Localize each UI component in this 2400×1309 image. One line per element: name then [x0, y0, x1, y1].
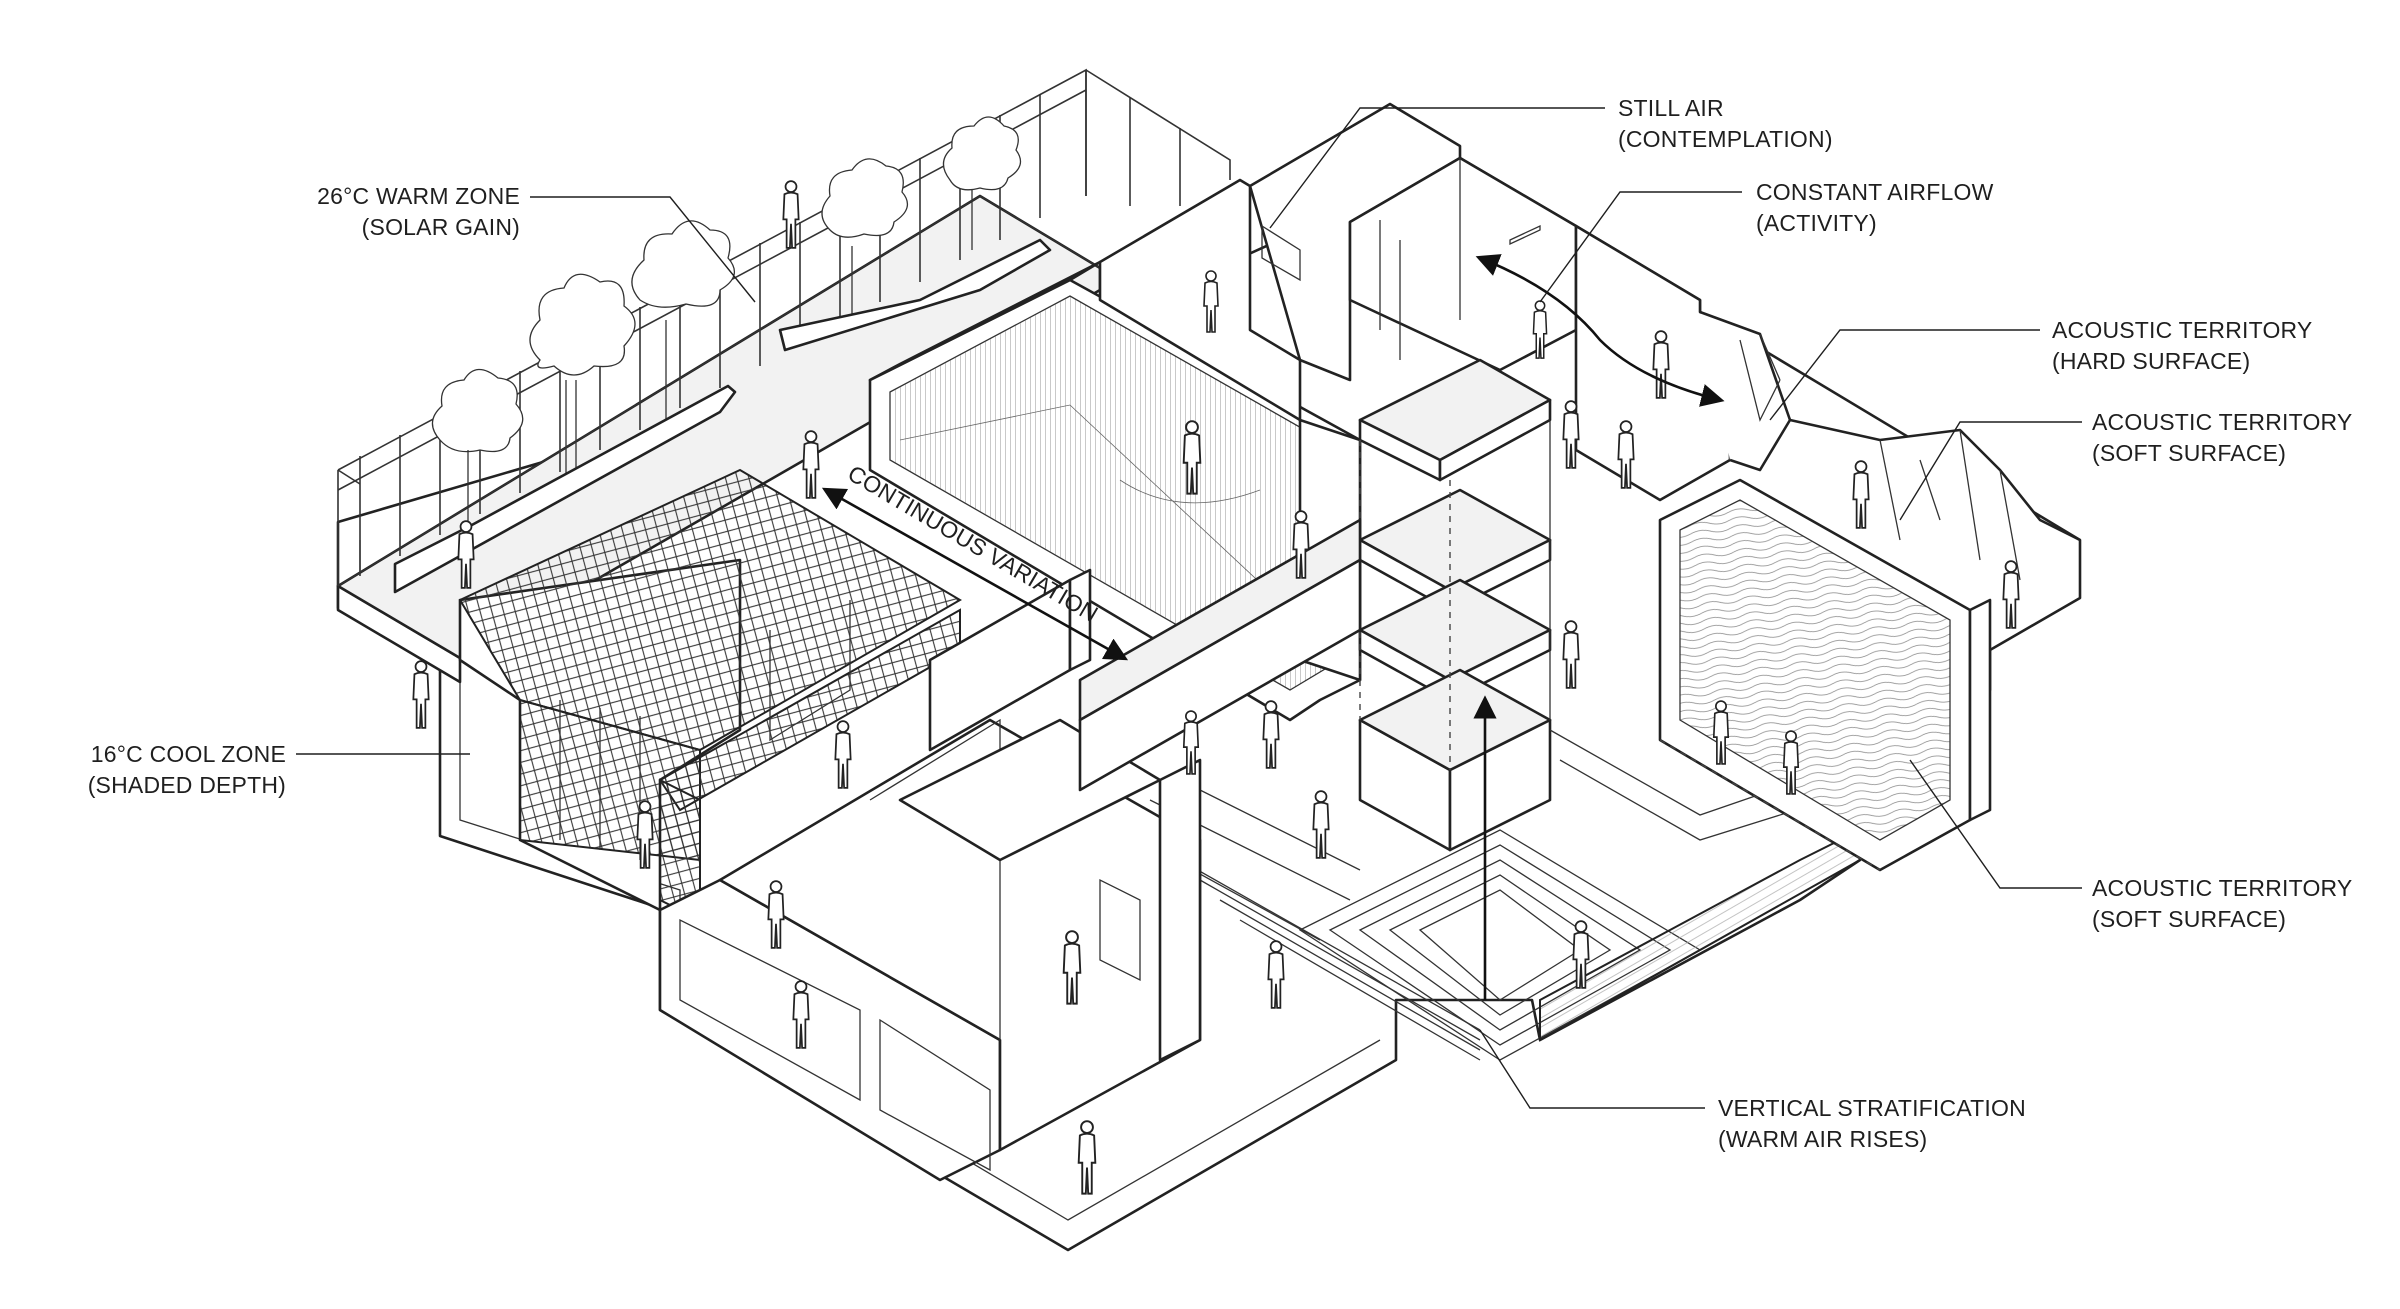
constant-airflow-sublabel: (ACTIVITY) — [1756, 210, 1877, 236]
label-still-air: STILL AIR (CONTEMPLATION) — [1618, 95, 1833, 152]
acoustic-soft-upper-label: ACOUSTIC TERRITORY — [2092, 409, 2352, 435]
acoustic-soft-lower-sublabel: (SOFT SURFACE) — [2092, 906, 2286, 932]
acoustic-hard-sublabel: (HARD SURFACE) — [2052, 348, 2250, 374]
warm-zone-label: 26°C WARM ZONE — [317, 183, 520, 209]
acoustic-soft-upper-sublabel: (SOFT SURFACE) — [2092, 440, 2286, 466]
leader-lines — [296, 107, 2082, 1109]
still-air-label: STILL AIR — [1618, 95, 1724, 121]
label-cool-zone: 16°C COOL ZONE (SHADED DEPTH) — [88, 741, 286, 798]
vertical-stratification-label: VERTICAL STRATIFICATION — [1718, 1095, 2026, 1121]
acoustic-hard-label: ACOUSTIC TERRITORY — [2052, 317, 2312, 343]
label-acoustic-soft-lower: ACOUSTIC TERRITORY (SOFT SURFACE) — [2092, 875, 2352, 932]
soft-acoustic-room — [1658, 478, 1992, 872]
label-warm-zone: 26°C WARM ZONE (SOLAR GAIN) — [317, 183, 520, 240]
label-acoustic-soft-upper: ACOUSTIC TERRITORY (SOFT SURFACE) — [2092, 409, 2352, 466]
label-constant-airflow: CONSTANT AIRFLOW (ACTIVITY) — [1756, 179, 1994, 236]
still-air-sublabel: (CONTEMPLATION) — [1618, 126, 1833, 152]
warm-zone-sublabel: (SOLAR GAIN) — [362, 214, 520, 240]
back-rooms — [1098, 102, 2081, 581]
vertical-stratification-sublabel: (WARM AIR RISES) — [1718, 1126, 1927, 1152]
warm-zone-glazing — [337, 68, 1231, 594]
cool-zone-sublabel: (SHADED DEPTH) — [88, 772, 286, 798]
acoustic-soft-lower-label: ACOUSTIC TERRITORY — [2092, 875, 2352, 901]
label-acoustic-hard: ACOUSTIC TERRITORY (HARD SURFACE) — [2052, 317, 2312, 374]
label-vertical-stratification: VERTICAL STRATIFICATION (WARM AIR RISES) — [1718, 1095, 2026, 1152]
constant-airflow-label: CONSTANT AIRFLOW — [1756, 179, 1994, 205]
cool-zone-label: 16°C COOL ZONE — [91, 741, 286, 767]
airflow-arrows — [821, 254, 1725, 1000]
trees — [431, 116, 1022, 540]
